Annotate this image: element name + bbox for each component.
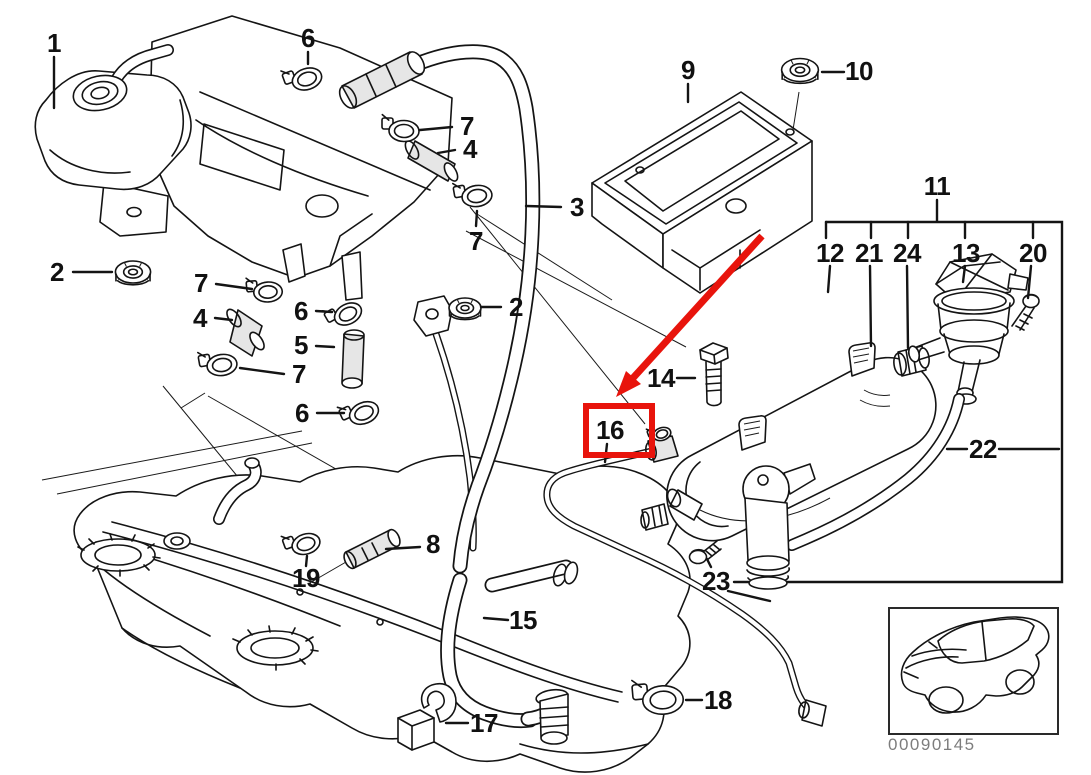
hose-part-4-lower	[224, 307, 267, 356]
part-label-21: 21	[855, 238, 883, 268]
part-label-19: 19	[292, 563, 320, 593]
part-label-9: 9	[681, 55, 695, 85]
highlight-box-part-16	[583, 403, 655, 458]
vent-pipe-part-16	[547, 424, 826, 726]
part-label-12: 12	[816, 238, 844, 268]
part-label-7a: 7	[460, 111, 474, 141]
vehicle-thumbnail	[889, 608, 1058, 734]
lower-hose-part-15	[448, 561, 580, 744]
part-label-2a: 2	[50, 257, 64, 287]
bolt-part-14	[700, 343, 728, 406]
part-label-1: 1	[47, 28, 61, 58]
part-label-7c: 7	[194, 268, 208, 298]
small-fittings	[641, 487, 702, 530]
part-label-13: 13	[952, 238, 980, 268]
part-label-8: 8	[426, 529, 440, 559]
part-label-5: 5	[294, 330, 308, 360]
part-label-23: 23	[702, 566, 730, 596]
hose-part-5	[342, 330, 364, 388]
part-label-10: 10	[845, 56, 873, 86]
cover-part-9	[592, 92, 812, 293]
fuel-tank	[74, 456, 690, 772]
screw-part-23	[690, 541, 722, 564]
hose-part-22	[792, 399, 959, 545]
expansion-tank-part-1	[35, 16, 452, 300]
holder-bracket	[743, 464, 815, 589]
part-label-7b: 7	[469, 226, 483, 256]
part-label-7d: 7	[292, 359, 306, 389]
part-label-4a: 4	[463, 134, 477, 164]
part-label-2b: 2	[509, 292, 523, 322]
part-label-6b: 6	[294, 296, 308, 326]
part-label-17: 17	[470, 708, 498, 738]
document-number: 00090145	[888, 735, 976, 754]
part-label-22: 22	[969, 434, 997, 464]
bracket-part-17	[398, 684, 456, 750]
part-label-16-highlighted: 16	[596, 415, 624, 445]
part-label-20: 20	[1019, 238, 1047, 268]
part-label-24: 24	[893, 238, 921, 268]
part-label-6a: 6	[301, 23, 315, 53]
part-label-11: 11	[923, 171, 951, 201]
pipe-part-8	[308, 528, 402, 584]
canister-part-21	[667, 343, 936, 541]
group-bracket-11	[734, 200, 1062, 582]
highlight-arrow	[616, 236, 762, 397]
part-label-4b: 4	[193, 303, 207, 333]
part-label-3: 3	[570, 192, 584, 222]
part-label-14: 14	[647, 363, 675, 393]
breather-hose-part-3	[336, 49, 533, 566]
hose-part-4-upper	[403, 139, 461, 183]
part-label-15: 15	[509, 605, 537, 635]
screw-part-20	[1012, 295, 1039, 331]
leader-lines	[54, 52, 1059, 723]
part-label-6c: 6	[295, 398, 309, 428]
part-label-18: 18	[704, 685, 732, 715]
